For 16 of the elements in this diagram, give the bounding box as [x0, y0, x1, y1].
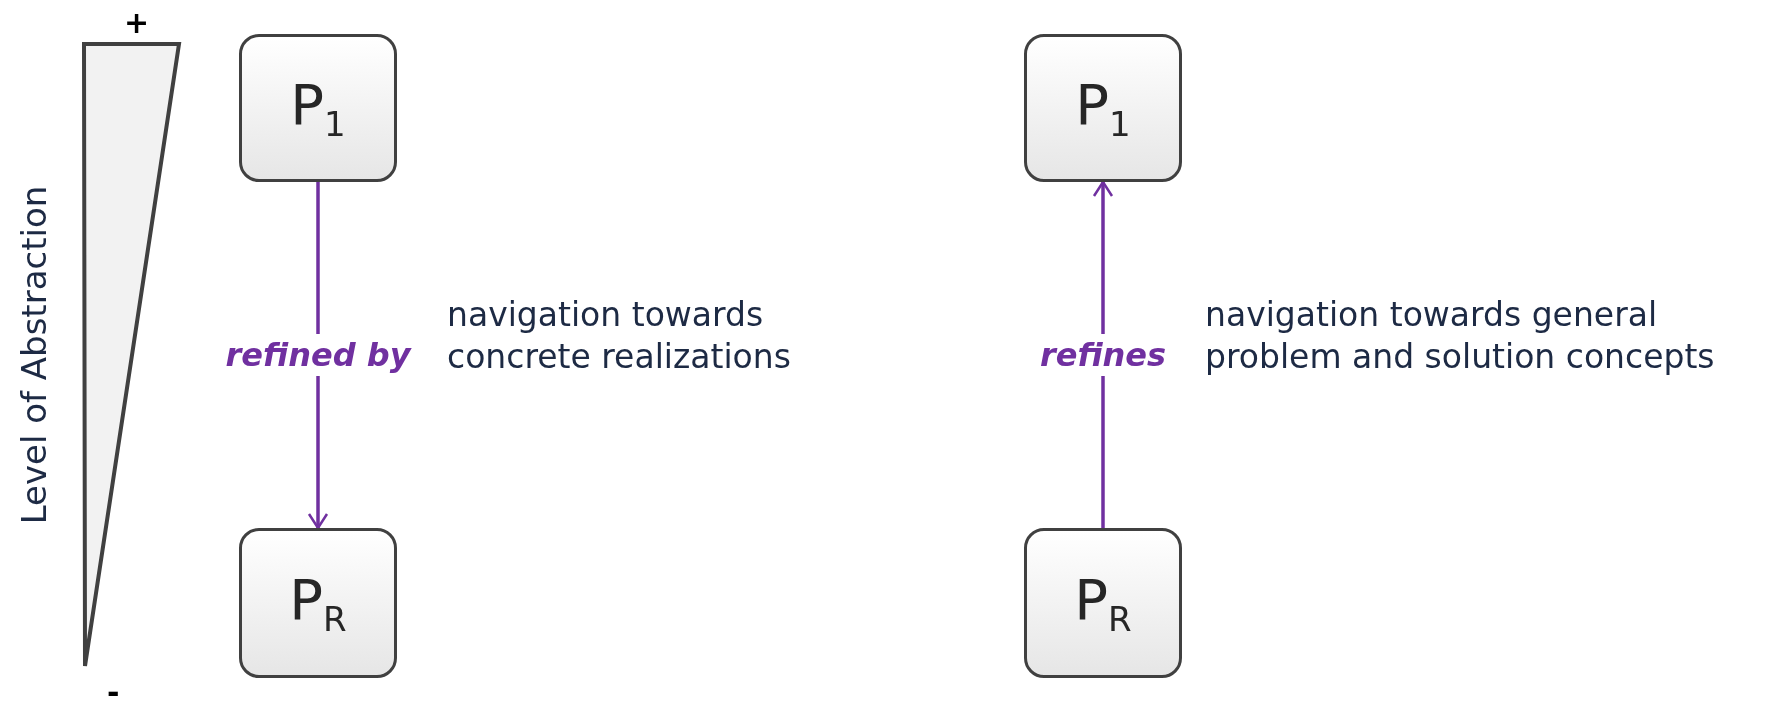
plus-sign: +: [124, 4, 148, 42]
arrow: [307, 182, 329, 530]
axis-label: Level of Abstraction: [14, 185, 54, 525]
description-text: navigation towards general problem and solution concepts: [1205, 294, 1716, 378]
minus-sign: -: [107, 674, 121, 707]
process-box: [1024, 34, 1182, 182]
process-box: [1024, 528, 1182, 678]
arrow: [1092, 180, 1114, 528]
node-label: P$_{1}$: [290, 72, 346, 144]
process-box: [239, 528, 397, 678]
process-box: [239, 34, 397, 182]
node-label: P$_{R}$: [289, 567, 347, 639]
node-label: P$_{1}$: [1075, 72, 1131, 144]
node-label: P$_{R}$: [1074, 567, 1132, 639]
description-text: navigation towards concrete realizations: [447, 294, 792, 378]
edge-label: refined by: [223, 334, 413, 376]
